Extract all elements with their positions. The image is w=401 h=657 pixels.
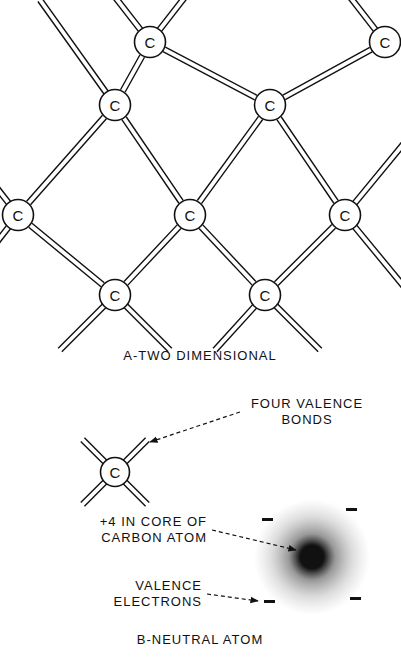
carbon-atom: C <box>328 198 362 232</box>
atom-symbol: C <box>1 198 35 232</box>
figure-caption: B-NEUTRAL ATOM <box>60 632 340 648</box>
carbon-atom: C <box>173 198 207 232</box>
atom-symbol: C <box>173 198 207 232</box>
carbon-atom: C <box>98 88 132 122</box>
atom-symbol: C <box>98 88 132 122</box>
callout-label: VALENCE ELECTRONS <box>95 578 202 610</box>
lattice-bond-stubs <box>0 0 401 506</box>
leader-lines <box>150 412 296 601</box>
valence-bond <box>29 223 105 287</box>
atom-symbol: C <box>368 25 401 59</box>
valence-bond <box>163 47 257 100</box>
carbon-atom: C <box>248 278 282 312</box>
callout-label: +4 IN CORE OF CARBON ATOM <box>70 514 207 546</box>
carbon-atom: C <box>133 25 167 59</box>
bond-stub <box>38 0 117 107</box>
figure-caption: A-TWO DIMENSIONAL <box>60 348 340 364</box>
valence-bond <box>197 116 262 203</box>
valence-electrons <box>262 508 361 603</box>
electron-cloud <box>254 499 370 615</box>
valence-bond <box>27 115 107 204</box>
carbon-atom: C <box>1 198 35 232</box>
valence-bond <box>120 55 144 93</box>
valence-bond <box>124 225 181 285</box>
callout-label: FOUR VALENCE BONDS <box>232 396 382 428</box>
valence-bond <box>277 117 338 203</box>
atom-symbol: C <box>328 198 362 232</box>
valence-bond <box>283 47 372 99</box>
valence-bond <box>274 224 335 285</box>
atom-symbol: C <box>98 278 132 312</box>
carbon-atom: C <box>99 456 131 488</box>
valence-bond <box>199 225 256 285</box>
carbon-atom: C <box>98 278 132 312</box>
atom-symbol: C <box>133 25 167 59</box>
valence-bond <box>122 117 183 203</box>
carbon-atom: C <box>253 88 287 122</box>
carbon-atom: C <box>368 25 401 59</box>
atom-symbol: C <box>248 278 282 312</box>
atom-core <box>300 545 324 569</box>
atom-symbol: C <box>99 456 131 488</box>
atom-symbol: C <box>253 88 287 122</box>
